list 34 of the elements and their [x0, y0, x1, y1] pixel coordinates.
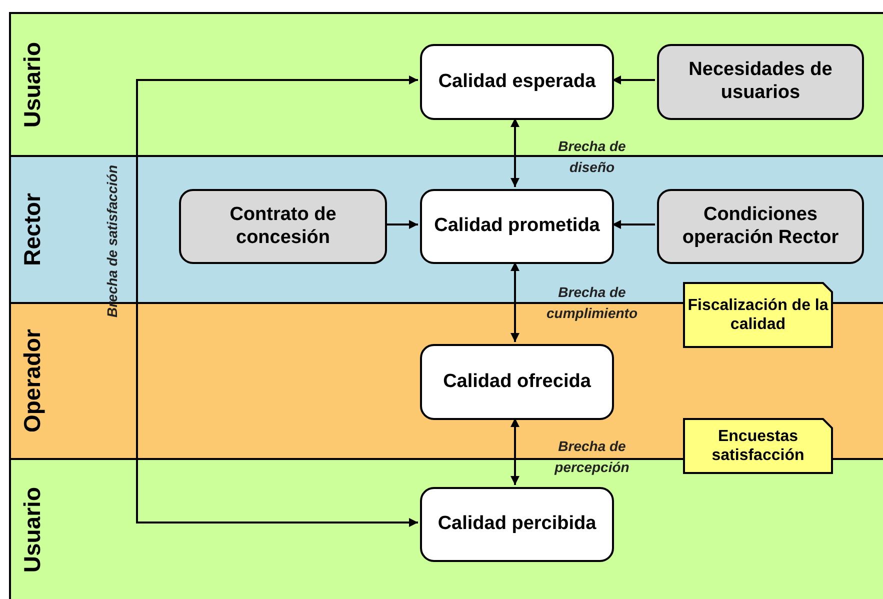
note-box [683, 418, 833, 474]
box-label: Calidad prometida [434, 215, 600, 238]
edge-label: Brecha de diseño [557, 137, 627, 177]
box-label: Condiciones operación Rector [681, 204, 840, 250]
note-box [683, 282, 833, 348]
input-box [179, 189, 387, 264]
arrow [510, 118, 520, 187]
edge-label: Brecha de satisfacción [103, 165, 121, 318]
input-box [657, 44, 864, 120]
lane-label: Usuario [21, 486, 44, 572]
box-label: Necesidades de usuarios [688, 59, 834, 105]
edge-label: Brecha de percepción [553, 437, 630, 477]
arrow [510, 418, 520, 485]
box-label: Fiscalización de la calidad [687, 296, 829, 334]
process-box [420, 189, 614, 264]
process-box [420, 487, 614, 562]
process-box [420, 344, 614, 420]
arrow [612, 76, 655, 84]
box-label: Calidad esperada [438, 70, 596, 94]
box-label: Encuestas satisfacción [710, 426, 806, 466]
lane-label: Rector [21, 193, 44, 266]
arrow [385, 220, 418, 229]
arrow [136, 76, 418, 527]
input-box [657, 189, 864, 264]
box-label: Contrato de concesión [228, 204, 338, 250]
edge-label: Brecha de cumplimiento [545, 283, 638, 323]
swimlane [9, 12, 883, 155]
box-label: Calidad percibida [438, 513, 596, 536]
arrow [510, 262, 520, 342]
box-label: Calidad ofrecida [443, 370, 591, 394]
lane-label: Operador [21, 329, 44, 433]
process-box [420, 44, 614, 120]
arrow [612, 220, 655, 229]
lane-label: Usuario [21, 42, 44, 128]
